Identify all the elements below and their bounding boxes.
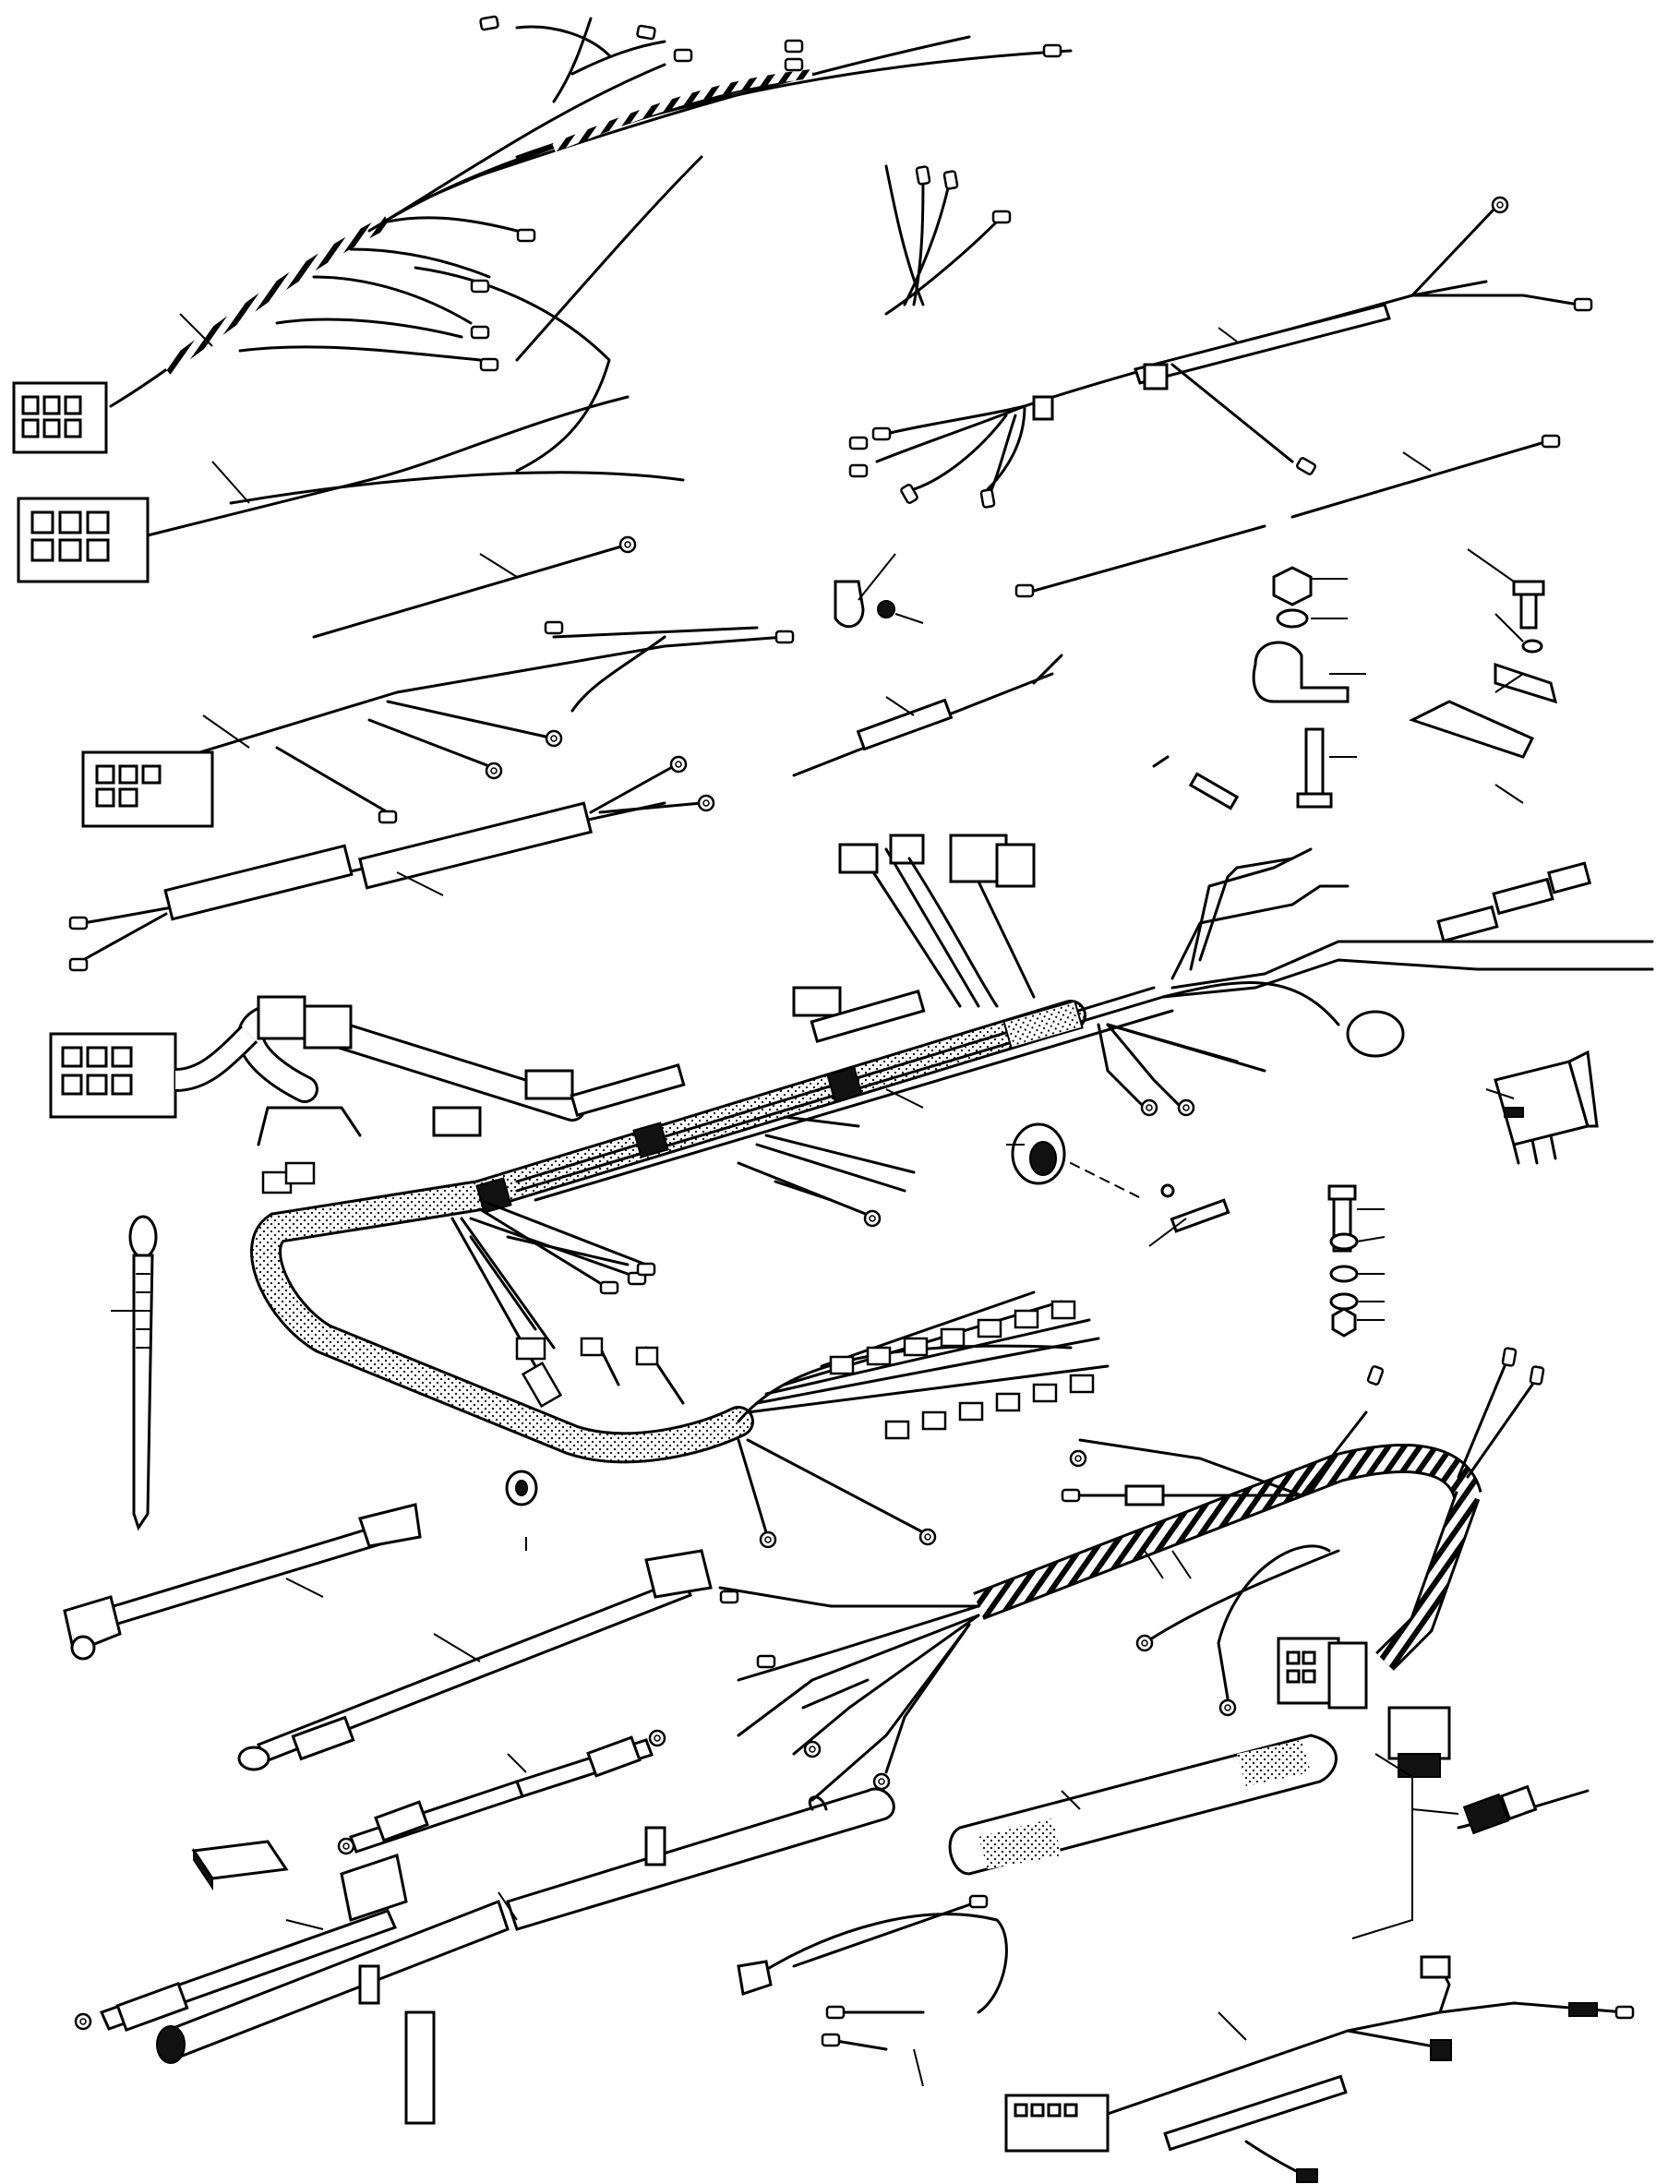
flanged-grommet-icon xyxy=(1006,1122,1230,1247)
insulating-sleeve-icon xyxy=(948,1734,1338,1876)
harness-connector-g-icon xyxy=(1004,2094,1110,2153)
mounting-bracket-icon xyxy=(1409,700,1535,759)
washer-icon xyxy=(1276,608,1309,629)
middle-left-connector-harness xyxy=(81,620,795,828)
harness-connector-f-icon xyxy=(1387,1706,1451,1778)
bottom-center-lead xyxy=(737,1894,1008,2087)
harness-connector-b-icon xyxy=(17,497,150,583)
bolt-icon xyxy=(1304,727,1325,805)
long-sleeved-harness xyxy=(68,755,715,972)
clamp-hardware-stack xyxy=(1152,548,1558,810)
harness-connector-d-icon xyxy=(49,1025,258,1119)
relay-icon xyxy=(1485,1050,1599,1165)
sleeved-lead-middle xyxy=(792,654,1063,777)
upper-harness-terminals xyxy=(470,15,1062,372)
harness-connector-a-icon xyxy=(12,381,108,454)
small-bolt-icon xyxy=(1188,772,1240,810)
grommet-icon xyxy=(505,1470,538,1551)
bolt-washer-stack xyxy=(1327,1184,1386,1338)
battery-cable-a xyxy=(63,1503,422,1661)
harness-connector-e-icon xyxy=(1277,1637,1368,1710)
lower-right-harness xyxy=(718,1346,1545,1811)
battery-cable-b xyxy=(237,1549,713,1771)
round-connector-icon xyxy=(1346,1010,1405,1058)
earth-lead-upper xyxy=(312,535,637,639)
nut-icon xyxy=(1272,566,1313,606)
upper-right-branch-harness xyxy=(848,164,1593,598)
battery-cable-c xyxy=(74,1854,408,2033)
p-clip-icon xyxy=(1252,641,1350,703)
cable-tie-icon xyxy=(111,1215,158,1531)
fuse-block-icon xyxy=(191,1840,289,1891)
grommet-small-icon xyxy=(877,600,924,624)
upper-main-harness xyxy=(12,15,1073,583)
bottom-right-connector-lead xyxy=(1004,1955,1635,2183)
fuse-holder-icon xyxy=(1351,1753,1590,1939)
earth-strap-a xyxy=(337,1729,666,1855)
p-clip-small-icon xyxy=(834,553,896,629)
screw-icon xyxy=(1519,589,1538,630)
central-main-harness xyxy=(49,834,1654,1549)
harness-connector-c-icon xyxy=(81,750,214,828)
battery-cable-conduit xyxy=(156,1787,895,2125)
